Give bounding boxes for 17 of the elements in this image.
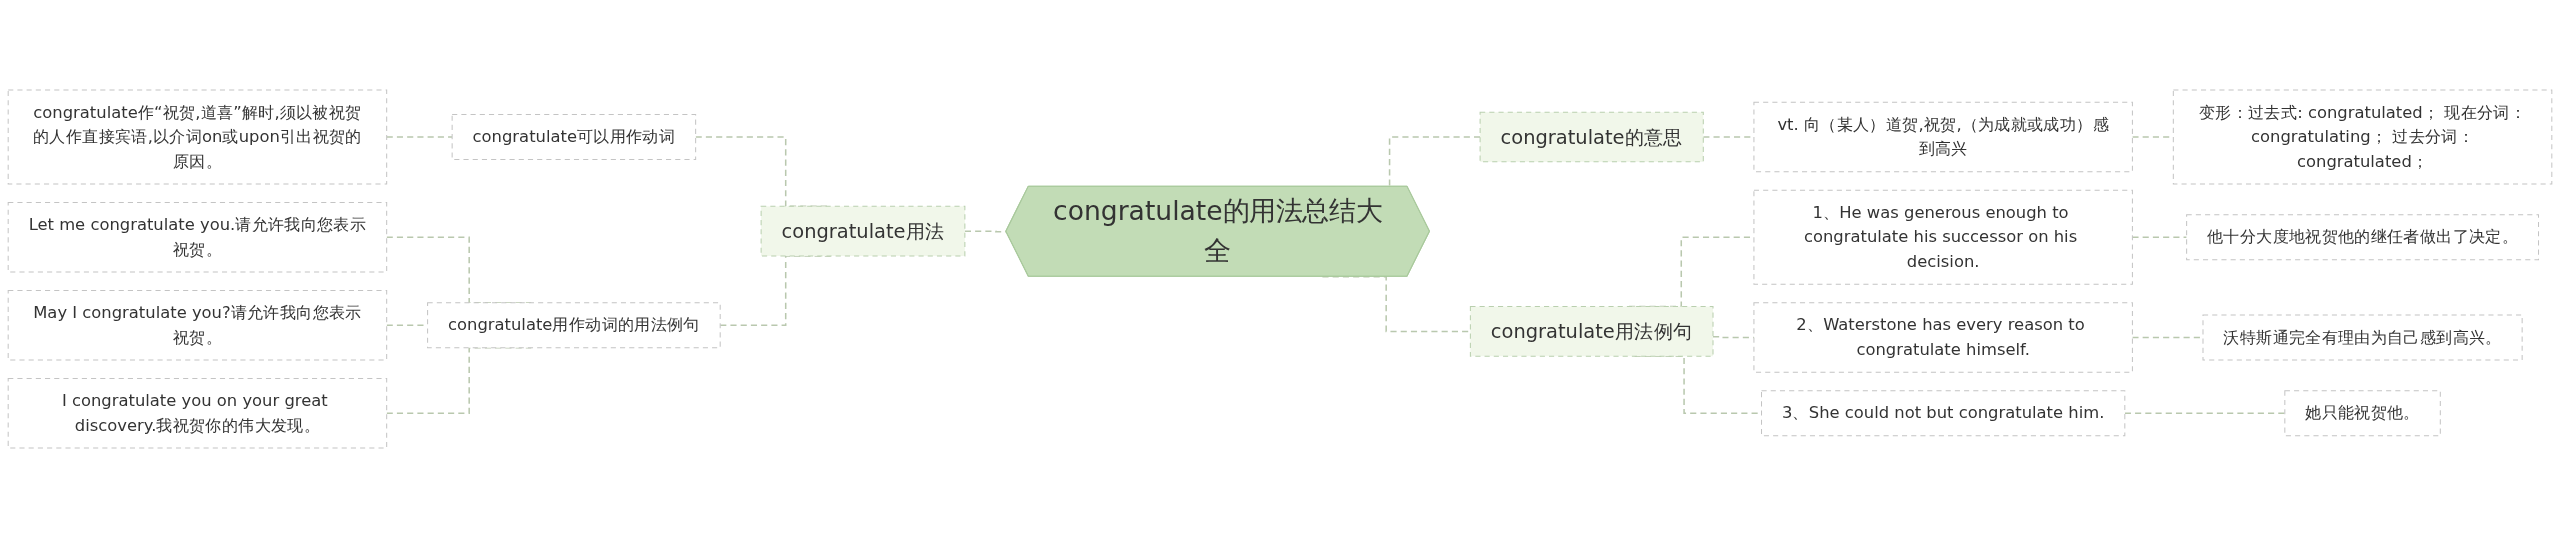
node-box: May I congratulate you?请允许我向您表示祝贺。	[7, 289, 388, 361]
node-box: congratulate用法	[760, 205, 966, 257]
node-box: congratulate用法例句	[1469, 306, 1714, 357]
node-box: 1、He was generous enough to congratulate his successor on his decision.	[1753, 189, 2133, 285]
node-box: congratulate的意思	[1479, 111, 1704, 163]
node-box: Let me congratulate you.请允许我向您表示祝贺。	[7, 202, 388, 273]
node-box: 3、She could not but congratulate him.	[1761, 390, 2126, 437]
node-box: vt. 向（某人）道贺,祝贺,（为成就或成功）感到高兴	[1753, 101, 2133, 173]
node-box: 2、Waterstone has every reason to congratulate himself.	[1753, 302, 2133, 373]
node-box: 变形：过去式: congratulated； 现在分词：congratulating； 过去分词：congratulated；	[2172, 89, 2553, 185]
node-box: 沃特斯通完全有理由为自己感到高兴。	[2202, 314, 2523, 361]
node-box: congratulate可以用作动词	[451, 114, 697, 161]
node-box: 他十分大度地祝贺他的继任者做出了决定。	[2186, 214, 2540, 261]
node-box: congratulate作“祝贺,道喜”解时,须以被祝贺的人作直接宾语,以介词on或upon引出祝贺的原因。	[7, 89, 388, 185]
node-box: congratulate用作动词的用法例句	[427, 302, 721, 349]
node-box: 她只能祝贺他。	[2284, 390, 2441, 437]
node-box: I congratulate you on your great discovery.我祝贺你的伟大发现。	[7, 377, 388, 449]
